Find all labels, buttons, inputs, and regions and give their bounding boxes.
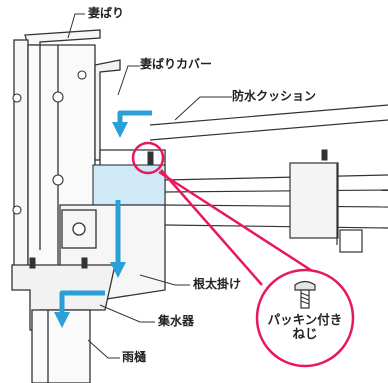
callout-line1: パッキン付き [267,312,343,327]
packing-screw-icon [294,280,316,309]
side-frame [289,162,363,253]
callout-text: パッキン付き ねじ [262,312,348,342]
label-joist-hanger: 根太掛け [193,277,242,291]
leader-lines [67,13,232,359]
water-flow-arrows [53,110,152,329]
label-tsumabari-cover: 妻ばりカバー [140,57,213,71]
bolts [29,149,328,269]
label-downspout: 雨樋 [122,350,147,364]
frame-screws [12,70,87,215]
callout-ring [131,141,355,368]
roof-panel [149,104,388,229]
downspout [31,309,91,383]
label-tsumabari: 妻ばり [88,6,125,20]
label-water-collector: 集水器 [158,314,195,328]
label-waterproof-cushion: 防水クッション [232,89,317,103]
callout-line2: ねじ [292,326,318,342]
